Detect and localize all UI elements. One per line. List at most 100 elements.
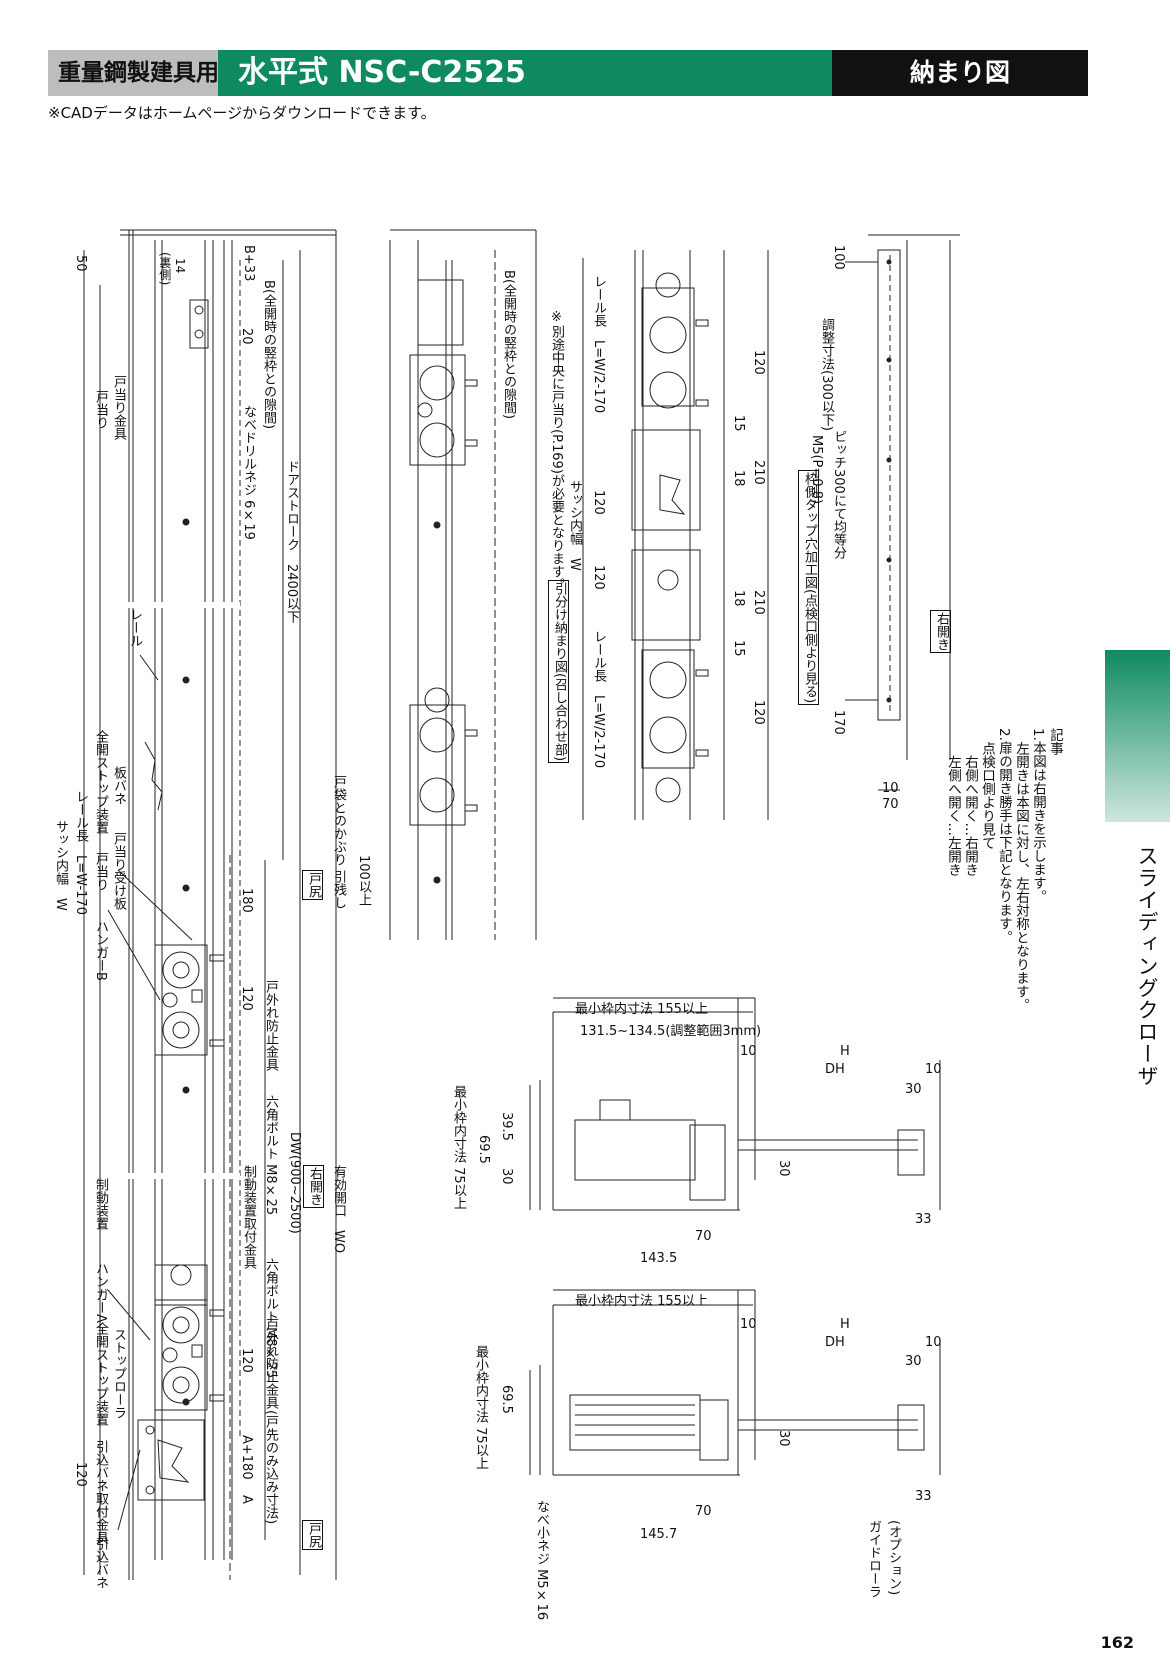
dim-120-hanger-b: 120 bbox=[238, 986, 254, 1011]
dim-upper-30-b: 30 bbox=[775, 1160, 791, 1177]
tap-drawing-title: 枠側タップ穴加工図(点検口側より見る) bbox=[798, 470, 819, 706]
label-sash-width-meeting: サッシ内幅 W bbox=[566, 480, 582, 571]
label-rail: レール bbox=[126, 608, 142, 647]
label-pitch: ピッチ300にて均等分 bbox=[830, 430, 846, 559]
notes-line-4: 点検口側より見て bbox=[979, 728, 995, 850]
dim-center-15-1: 15 bbox=[730, 415, 746, 432]
main-elevation-drawing bbox=[83, 229, 337, 1580]
label-screw: なべドリルネジ 6×19 bbox=[240, 405, 256, 540]
label-full-open-stop: 全開ストップ装置 bbox=[92, 730, 108, 834]
label-door-tail-bottom: 戸尻 bbox=[302, 1520, 323, 1550]
header-category: 重量鋼製建具用 bbox=[48, 50, 219, 96]
side-tab-color bbox=[1105, 650, 1170, 822]
dim-120-hanger-a: 120 bbox=[238, 1348, 254, 1373]
dim-lower-10-1: 10 bbox=[740, 1317, 757, 1332]
label-upper-h: H bbox=[840, 1044, 850, 1059]
dim-lower-69-5: 69.5 bbox=[498, 1385, 514, 1414]
dim-100-over: 100以上 bbox=[355, 855, 371, 906]
label-stop-roller: ストップローラ bbox=[110, 1328, 126, 1419]
page-header: 重量鋼製建具用 水平式 NSC-C2525 納まり図 bbox=[48, 50, 1088, 96]
label-dw: DW(900~2500) bbox=[286, 1132, 302, 1234]
dim-50: 50 bbox=[72, 255, 88, 272]
label-rail-length-left: レール長 L=W/2-170 bbox=[590, 630, 606, 769]
label-lower-dh: DH bbox=[825, 1335, 845, 1350]
upper-cross-section-drawing bbox=[529, 997, 941, 1211]
label-lower-min-frame-depth: 最小枠内寸法 75以上 bbox=[472, 1345, 488, 1470]
label-door-stop-fitting: 戸当り金具 bbox=[110, 375, 126, 440]
dim-120-left: 120 bbox=[72, 1462, 88, 1487]
header-doc-type: 納まり図 bbox=[832, 50, 1088, 96]
label-lower-h: H bbox=[840, 1317, 850, 1332]
label-wo: 有効開口 WO bbox=[330, 1165, 346, 1254]
dim-upper-39-5: 39.5 bbox=[498, 1112, 514, 1141]
label-rail-length-right: レール長 L=W/2-170 bbox=[590, 275, 606, 414]
notes-line-3: 2.扉の開き勝手は下記となります。 bbox=[996, 728, 1012, 944]
label-gap-b: B(全開時の竪枠との隙間) bbox=[260, 280, 276, 430]
dim-center-18-2: 18 bbox=[730, 590, 746, 607]
meeting-section-title: 引分け納まり図(召し合わせ部) bbox=[548, 580, 569, 764]
side-tab-label: スライディングクローザ bbox=[1135, 845, 1159, 1087]
dim-lower-33: 33 bbox=[915, 1489, 932, 1504]
notes-line-6: 左側へ開く…左開き bbox=[945, 728, 961, 877]
label-backing: (裏側) bbox=[157, 252, 172, 286]
label-hex-bolt-2: 六角ボルト M8×25 bbox=[262, 1258, 278, 1379]
dim-center-210-2: 210 bbox=[750, 590, 766, 615]
label-door-stop-2: 戸当り bbox=[92, 852, 108, 891]
notes-line-5: 右側へ開く…右開き bbox=[962, 728, 978, 877]
label-anti-derail-2: 戸外れ防止金具 bbox=[262, 1318, 278, 1409]
dim-upper-70: 70 bbox=[695, 1229, 712, 1244]
label-upper-min-frame-depth: 最小枠内寸法 75以上 bbox=[450, 1085, 466, 1210]
tap-hole-drawing bbox=[845, 234, 960, 791]
page-number: 162 bbox=[1100, 1633, 1134, 1652]
dim-lower-70: 70 bbox=[695, 1504, 712, 1519]
dim-lower-145-7: 145.7 bbox=[640, 1527, 678, 1542]
label-upper-dh: DH bbox=[825, 1062, 845, 1077]
label-a: A bbox=[238, 1495, 254, 1504]
label-rail-length: レール長 L=W-170 bbox=[72, 790, 88, 915]
dim-center-120-4: 120 bbox=[750, 700, 766, 725]
label-sash-width: サッシ内幅 W bbox=[52, 820, 68, 911]
label-overlap: 戸袋とのかぶり bbox=[330, 775, 346, 866]
label-door-stop: 戸当り bbox=[92, 390, 108, 429]
label-guide-roller-option: (オプション) bbox=[885, 1520, 901, 1596]
label-gap-b-meeting: B(全開時の竪枠との隙間) bbox=[500, 270, 516, 420]
label-door-stop-plate: 戸当り受け板 bbox=[110, 832, 126, 910]
label-b33: B+33 bbox=[240, 245, 256, 282]
dim-upper-69-5: 69.5 bbox=[475, 1135, 491, 1164]
dim-center-120-3: 120 bbox=[590, 565, 606, 590]
center-hardware-drawing bbox=[582, 250, 769, 820]
label-door-stroke: ドアストローク 2400以下 bbox=[283, 460, 299, 624]
label-full-open-stop-2: 全開ストップ装置 bbox=[92, 1322, 108, 1426]
dim-180: 180 bbox=[238, 888, 254, 913]
label-right-open: 右開き bbox=[303, 1165, 324, 1208]
notes-title: 記事 bbox=[1047, 728, 1063, 755]
dim-upper-33: 33 bbox=[915, 1212, 932, 1227]
dim-lower-30: 30 bbox=[775, 1430, 791, 1447]
label-guide-roller: ガイドローラ bbox=[865, 1520, 881, 1598]
notes-line-1: 1.本図は右開きを示します。 bbox=[1030, 728, 1046, 903]
notes-block: 記事 1.本図は右開きを示します。 左開きは本図に対し、左右対称となります。 2… bbox=[944, 728, 1063, 1012]
label-pull-spring-fitting: 引込バネ取付金具 bbox=[92, 1440, 108, 1544]
label-door-tail-top: 戸尻 bbox=[302, 870, 323, 900]
dim-upper-30-top: 30 bbox=[905, 1082, 922, 1097]
label-tap-right-open: 右開き bbox=[930, 610, 951, 653]
dim-center-18-1: 18 bbox=[730, 470, 746, 487]
dim-tap-170: 170 bbox=[830, 710, 846, 735]
dim-lower-30-top: 30 bbox=[905, 1354, 922, 1369]
label-brake-bracket: 制動装置取付金具 bbox=[240, 1165, 256, 1269]
dim-tap-100: 100 bbox=[830, 245, 846, 270]
label-adjust: 調整寸法(300以下) bbox=[818, 318, 834, 431]
label-upper-min-frame-height: 最小枠内寸法 155以上 bbox=[575, 1002, 708, 1017]
dim-center-120-1: 120 bbox=[750, 350, 766, 375]
dim-tap-10: 10 bbox=[882, 781, 899, 796]
label-hex-bolt-1: 六角ボルト M8×25 bbox=[262, 1095, 278, 1216]
cad-download-note: ※CADデータはホームページからダウンロードできます。 bbox=[48, 104, 436, 122]
label-door-remain: 引残し bbox=[330, 870, 346, 909]
notes-line-2: 左開きは本図に対し、左右対称となります。 bbox=[1013, 728, 1029, 1012]
dim-lower-10-2: 10 bbox=[925, 1335, 942, 1350]
dim-center-210-1: 210 bbox=[750, 460, 766, 485]
meeting-section-drawing bbox=[389, 229, 537, 940]
label-leaf-spring: 板バネ bbox=[110, 766, 126, 805]
label-anti-derail-1: 戸外れ防止金具 bbox=[262, 980, 278, 1071]
